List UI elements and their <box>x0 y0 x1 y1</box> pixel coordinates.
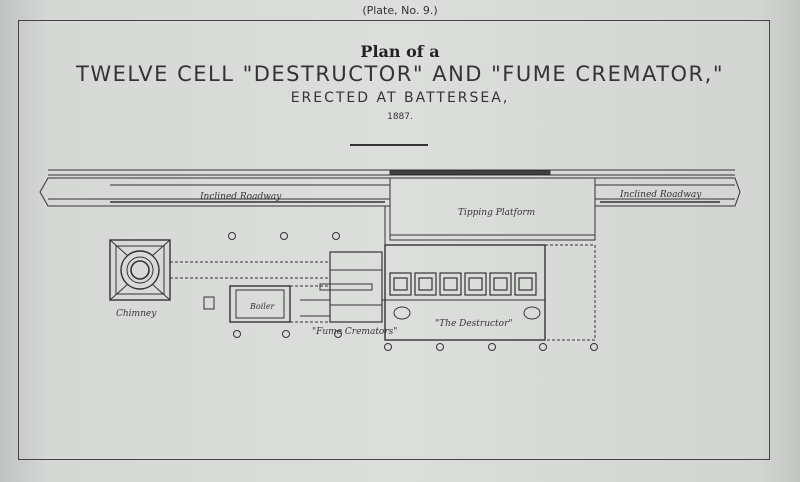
columns <box>228 232 598 351</box>
label-roadway-right: Inclined Roadway <box>619 190 702 200</box>
label-tipping-platform: Tipping Platform <box>458 208 535 218</box>
label-boiler: Boiler <box>249 302 276 311</box>
title-main: TWELVE CELL "DESTRUCTOR" AND "FUME CREMA… <box>76 62 724 86</box>
tipping-platform <box>384 177 596 245</box>
right-inclined-roadway <box>594 177 741 207</box>
label-roadway-left: Inclined Roadway <box>199 192 282 202</box>
title-plan-of-a: Plan of a <box>360 42 440 61</box>
title-location: ERECTED AT BATTERSEA, <box>290 90 510 106</box>
fume-cremators <box>300 251 383 323</box>
label-fume-cremators: "Fume Cremators" <box>312 327 397 337</box>
plate-number: (Plate, No. 9.) <box>362 4 438 17</box>
label-destructor: "The Destructor" <box>435 319 513 329</box>
boiler <box>203 285 291 323</box>
roadway-top-lines <box>48 169 735 176</box>
title-rule <box>350 144 428 146</box>
drawing-frame <box>18 20 770 460</box>
destructor-ports <box>393 306 541 320</box>
destructor-cells <box>389 272 537 296</box>
main-flue <box>170 261 330 323</box>
destructor-building <box>382 244 596 341</box>
label-chimney: Chimney <box>116 309 157 319</box>
chimney <box>109 239 171 301</box>
left-inclined-roadway <box>39 177 391 207</box>
title-year: 1887. <box>387 112 413 122</box>
